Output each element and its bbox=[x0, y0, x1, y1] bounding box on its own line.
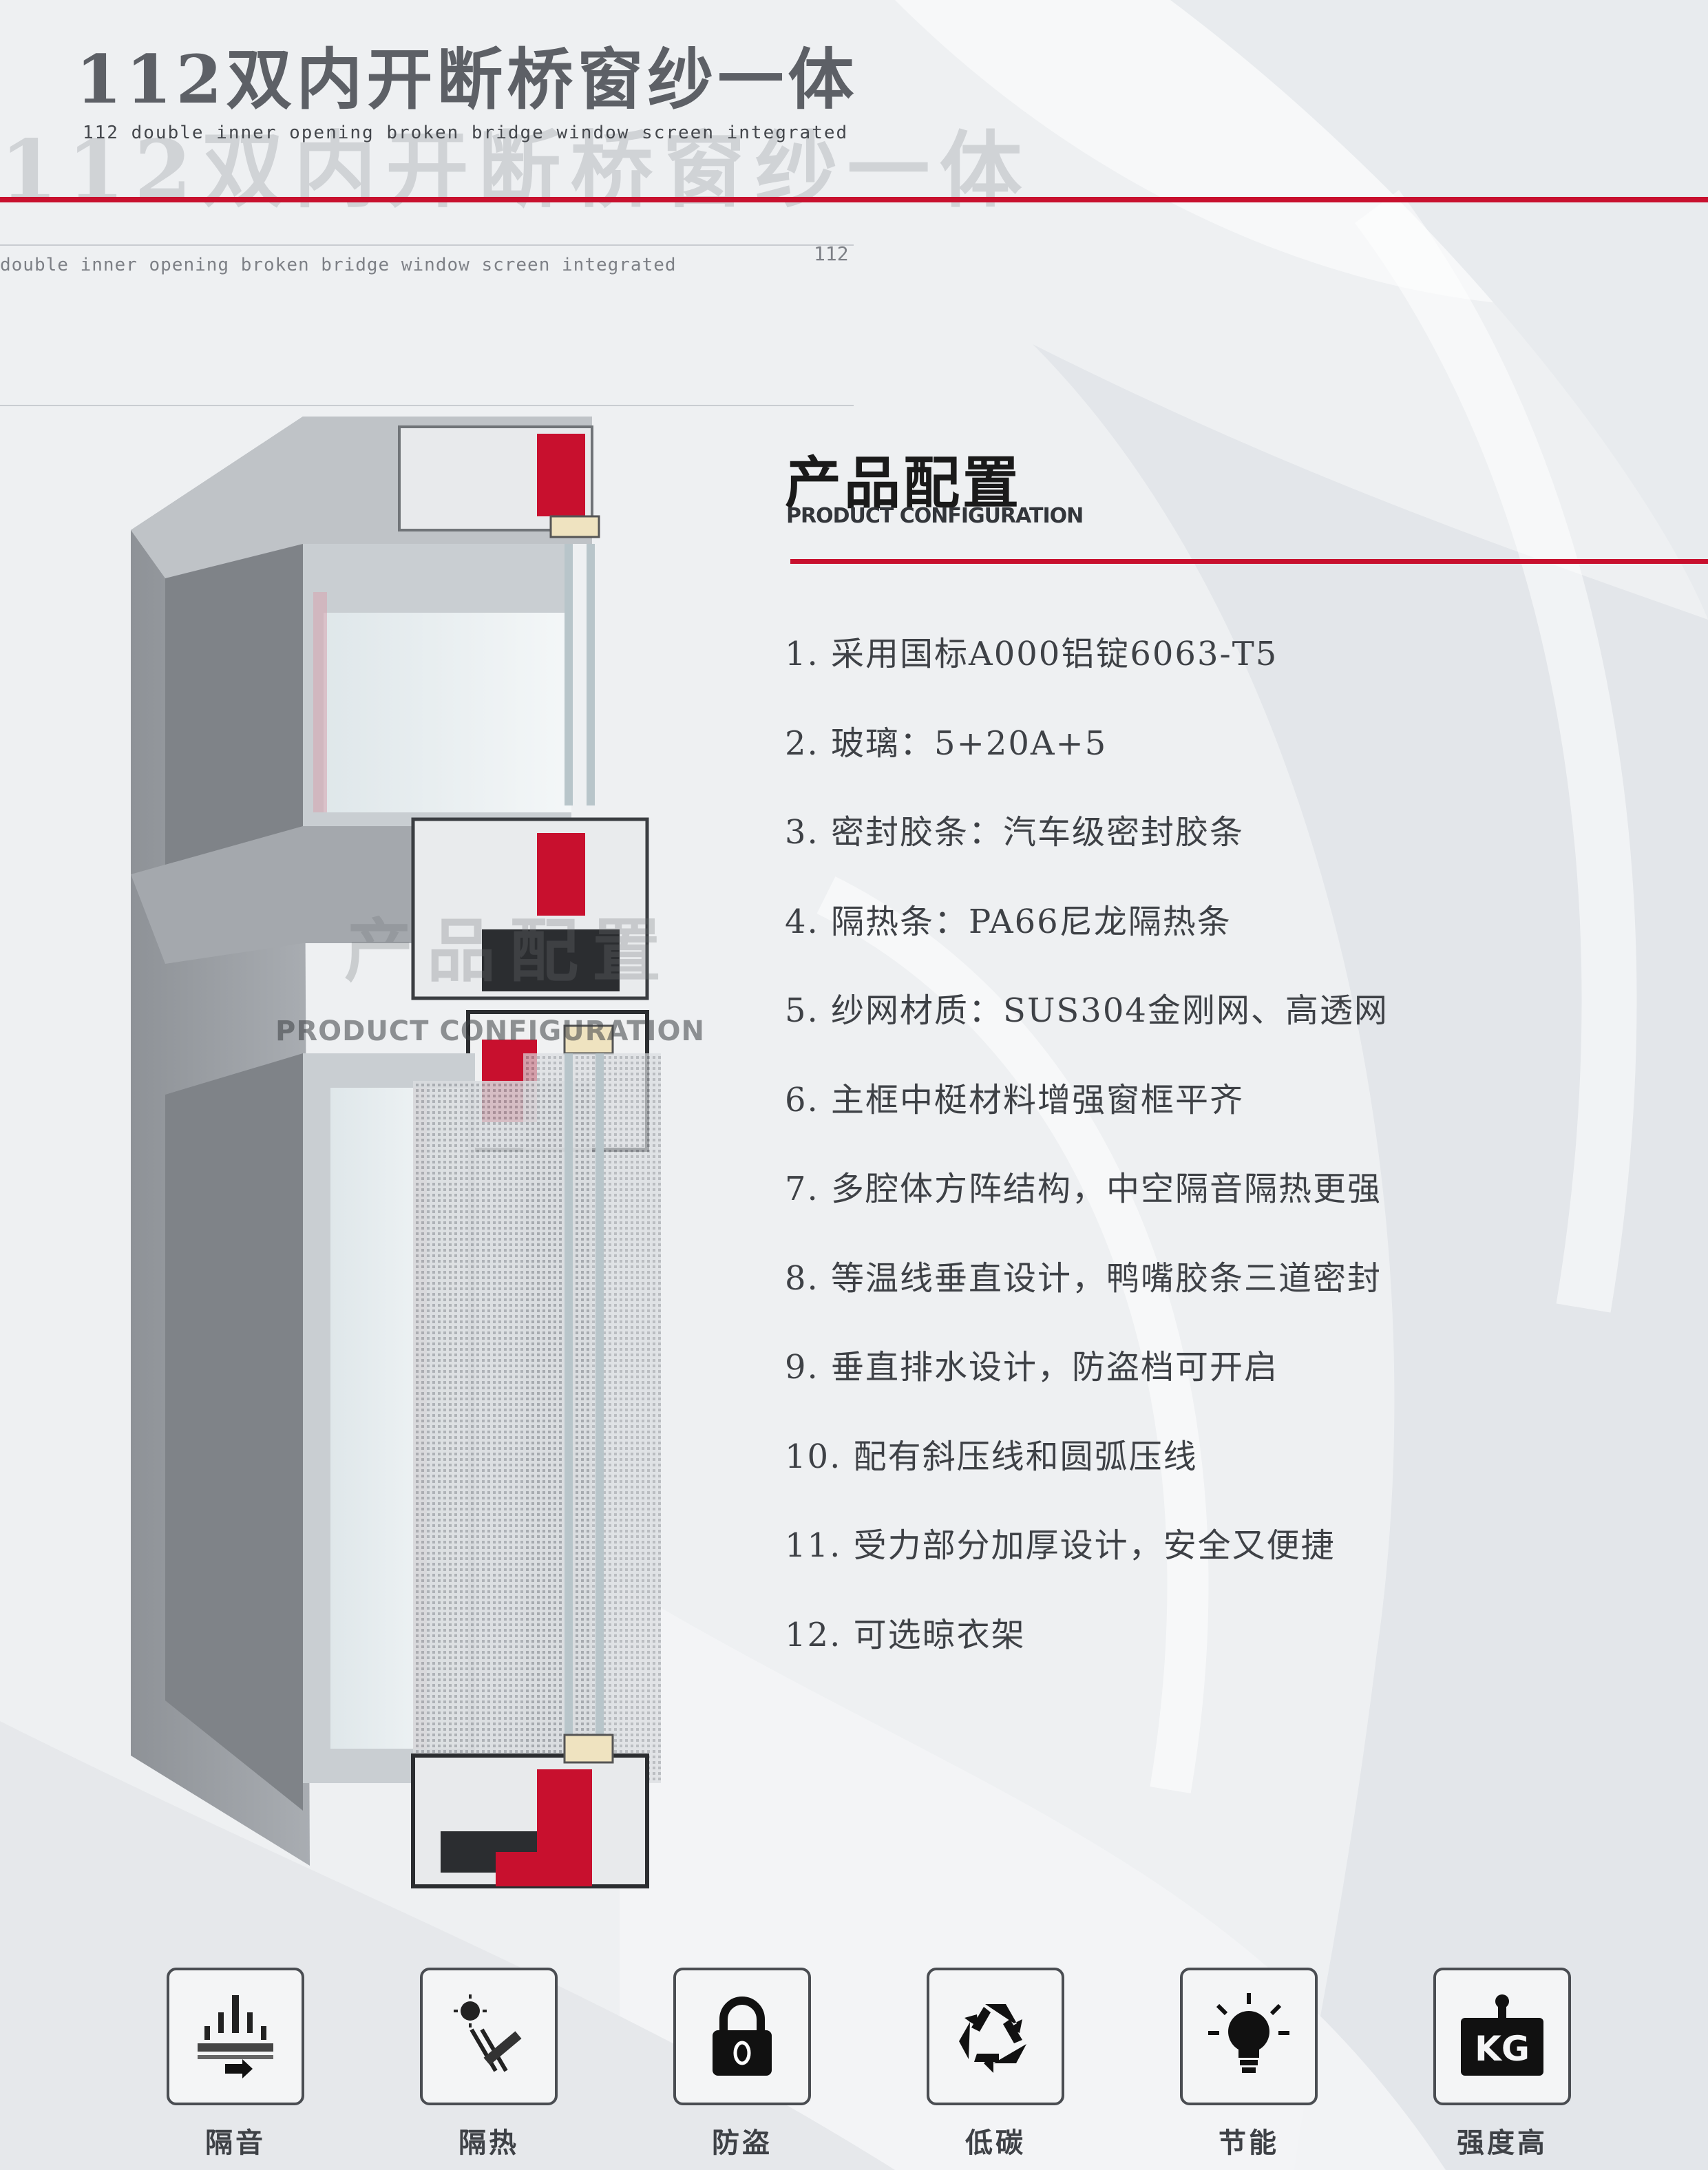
page-title-english: 112 double inner opening broken bridge w… bbox=[83, 123, 849, 143]
config-item: 11. 受力部分加厚设计，安全又便捷 bbox=[785, 1526, 1336, 1565]
feature-label: 隔音 bbox=[205, 2127, 266, 2159]
config-item: 5. 纱网材质：SUS304金刚网、高透网 bbox=[785, 991, 1389, 1030]
config-item: 4. 隔热条：PA66尼龙隔热条 bbox=[785, 902, 1232, 941]
divider-line bbox=[0, 405, 854, 406]
section-subtitle: PRODUCT CONFIGURATION bbox=[786, 504, 1084, 528]
config-list: 1. 采用国标A000铝锭6063-T5 2. 玻璃：5+20A+5 3. 密封… bbox=[785, 626, 1389, 1696]
feature-label: 防盗 bbox=[712, 2127, 772, 2159]
feature-anti-theft: 防盗 bbox=[670, 1968, 814, 2160]
english-tagline: double inner opening broken bridge windo… bbox=[0, 255, 677, 275]
config-item: 1. 采用国标A000铝锭6063-T5 bbox=[785, 635, 1278, 673]
section-subtitle-ghost: PRODUCT CONFIGURATION bbox=[275, 1015, 706, 1047]
section-title-ghost: 产品配置 bbox=[344, 911, 675, 991]
config-item: 6. 主框中梃材料增强窗框平齐 bbox=[785, 1080, 1245, 1119]
feature-label: 强度高 bbox=[1457, 2127, 1548, 2159]
feature-icons-row: 隔音 隔热 防盗 bbox=[0, 1968, 1708, 2170]
lightbulb-icon bbox=[1180, 1968, 1318, 2105]
feature-heat-insulation: 隔热 bbox=[417, 1968, 561, 2160]
config-item: 7. 多腔体方阵结构，中空隔音隔热更强 bbox=[785, 1170, 1382, 1208]
header-red-rule bbox=[0, 197, 1708, 202]
section-title: 产品配置 bbox=[785, 451, 1022, 516]
config-item: 8. 等温线垂直设计，鸭嘴胶条三道密封 bbox=[785, 1258, 1382, 1298]
config-item: 2. 玻璃：5+20A+5 bbox=[785, 724, 1108, 763]
config-item: 3. 密封胶条：汽车级密封胶条 bbox=[785, 813, 1245, 852]
window-profile-illustration bbox=[131, 417, 661, 1888]
page-title: 112双内开断桥窗纱一体 bbox=[76, 41, 858, 118]
heat-insulation-icon bbox=[420, 1968, 558, 2105]
feature-label: 隔热 bbox=[458, 2127, 519, 2159]
feature-sound-insulation: 隔音 bbox=[163, 1968, 308, 2160]
model-number: 112 bbox=[814, 242, 849, 265]
svg-text:KG: KG bbox=[1475, 2029, 1530, 2069]
padlock-icon bbox=[673, 1968, 811, 2105]
feature-energy-saving: 节能 bbox=[1177, 1968, 1321, 2160]
recycle-icon bbox=[927, 1968, 1064, 2105]
config-item: 12. 可选晾衣架 bbox=[785, 1615, 1026, 1654]
config-item: 9. 垂直排水设计，防盗档可开启 bbox=[785, 1348, 1279, 1387]
config-item: 10. 配有斜压线和圆弧压线 bbox=[785, 1437, 1198, 1476]
weight-kg-icon: KG bbox=[1433, 1968, 1571, 2105]
divider-line bbox=[0, 244, 854, 246]
feature-low-carbon: 低碳 bbox=[923, 1968, 1068, 2160]
feature-high-strength: KG 强度高 bbox=[1430, 1968, 1574, 2160]
title-ghost: 112双内开断桥窗纱一体 bbox=[0, 122, 1032, 219]
feature-label: 低碳 bbox=[965, 2127, 1026, 2159]
feature-label: 节能 bbox=[1219, 2127, 1279, 2159]
sound-insulation-icon bbox=[167, 1968, 304, 2105]
section-red-rule bbox=[790, 559, 1708, 564]
